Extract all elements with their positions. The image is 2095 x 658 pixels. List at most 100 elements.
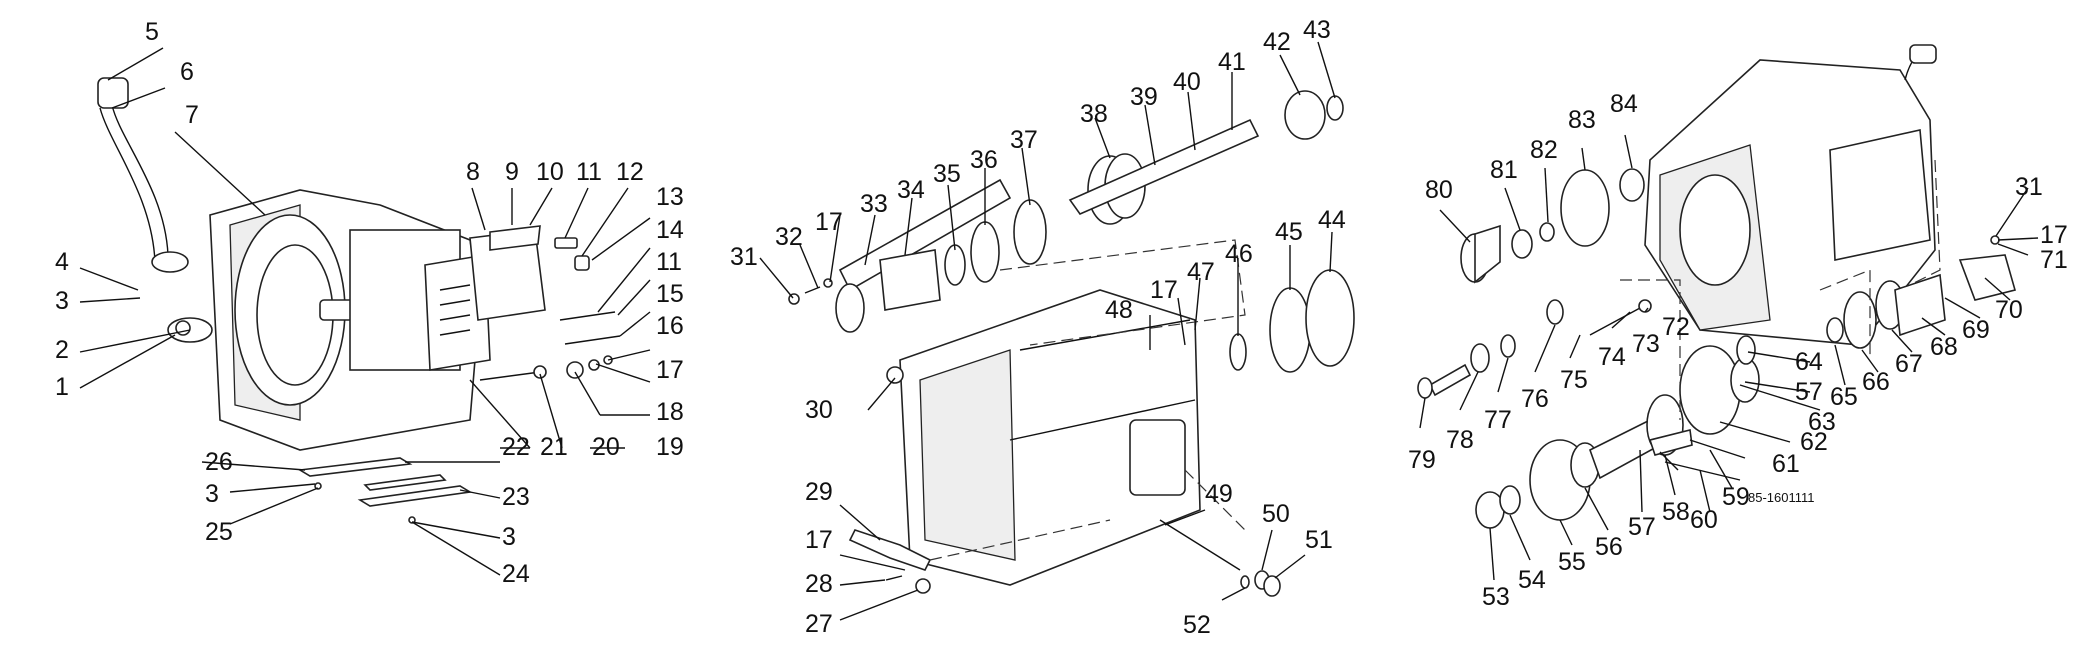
callout-51: 51 bbox=[1305, 526, 1333, 554]
callout-57b: 57 bbox=[1795, 378, 1823, 406]
callout-63: 63 bbox=[1808, 408, 1836, 436]
callout-54: 54 bbox=[1518, 566, 1546, 594]
callout-31a: 31 bbox=[730, 243, 758, 271]
callout-20: 20 bbox=[592, 433, 620, 461]
callout-65: 65 bbox=[1830, 383, 1858, 411]
callout-56: 56 bbox=[1595, 533, 1623, 561]
callout-17e: 17 bbox=[2040, 221, 2068, 249]
callout-15: 15 bbox=[656, 280, 684, 308]
callout-31b: 31 bbox=[2015, 173, 2043, 201]
callout-68: 68 bbox=[1930, 333, 1958, 361]
callout-44: 44 bbox=[1318, 206, 1346, 234]
callout-36: 36 bbox=[970, 146, 998, 174]
callout-2: 2 bbox=[55, 336, 69, 364]
callout-84: 84 bbox=[1610, 90, 1638, 118]
callout-13: 13 bbox=[656, 183, 684, 211]
part-code-label: 85-1601111 bbox=[1748, 490, 1815, 505]
callout-8: 8 bbox=[466, 158, 480, 186]
callout-60: 60 bbox=[1690, 506, 1718, 534]
callout-26: 26 bbox=[205, 448, 233, 476]
callout-29: 29 bbox=[805, 478, 833, 506]
callout-17d: 17 bbox=[805, 526, 833, 554]
callout-34: 34 bbox=[897, 176, 925, 204]
callout-16: 16 bbox=[656, 312, 684, 340]
rear-housing-group bbox=[1417, 44, 2016, 529]
callout-3a: 3 bbox=[55, 287, 69, 315]
callout-38: 38 bbox=[1080, 100, 1108, 128]
callout-69: 69 bbox=[1962, 316, 1990, 344]
callout-73: 73 bbox=[1632, 330, 1660, 358]
callout-61: 61 bbox=[1772, 450, 1800, 478]
callout-12: 12 bbox=[616, 158, 644, 186]
callout-17c: 17 bbox=[1150, 276, 1178, 304]
callout-24: 24 bbox=[502, 560, 530, 588]
callout-3b: 3 bbox=[205, 480, 219, 508]
callout-23: 23 bbox=[502, 483, 530, 511]
callout-64: 64 bbox=[1795, 348, 1823, 376]
callout-78: 78 bbox=[1446, 426, 1474, 454]
callout-42: 42 bbox=[1263, 28, 1291, 56]
callout-43: 43 bbox=[1303, 16, 1331, 44]
callout-81: 81 bbox=[1490, 156, 1518, 184]
callout-58: 58 bbox=[1662, 498, 1690, 526]
callout-70: 70 bbox=[1995, 296, 2023, 324]
callout-79: 79 bbox=[1408, 446, 1436, 474]
callout-32: 32 bbox=[775, 223, 803, 251]
callout-67: 67 bbox=[1895, 350, 1923, 378]
callout-83: 83 bbox=[1568, 106, 1596, 134]
callout-41: 41 bbox=[1218, 48, 1246, 76]
callout-74: 74 bbox=[1598, 343, 1626, 371]
callout-11a: 11 bbox=[576, 158, 602, 186]
callout-66: 66 bbox=[1862, 368, 1890, 396]
callout-59: 59 bbox=[1722, 483, 1750, 511]
callout-4: 4 bbox=[55, 248, 69, 276]
callout-53: 53 bbox=[1482, 583, 1510, 611]
clutch-housing-group bbox=[97, 77, 621, 524]
callout-18: 18 bbox=[656, 398, 684, 426]
callout-71: 71 bbox=[2040, 246, 2068, 274]
callout-37: 37 bbox=[1010, 126, 1038, 154]
callout-9: 9 bbox=[505, 158, 519, 186]
callout-11b: 11 bbox=[656, 248, 682, 276]
callout-62: 62 bbox=[1800, 428, 1828, 456]
callout-22: 22 bbox=[502, 433, 530, 461]
callout-80: 80 bbox=[1425, 176, 1453, 204]
callout-35: 35 bbox=[933, 160, 961, 188]
callout-49: 49 bbox=[1205, 480, 1233, 508]
callout-75: 75 bbox=[1560, 366, 1588, 394]
gearbox-housing-group bbox=[788, 90, 1355, 597]
callout-19: 19 bbox=[656, 433, 684, 461]
callout-labels: 1 2 3 4 5 6 7 8 9 10 11 12 13 14 11 15 1… bbox=[55, 16, 2068, 639]
callout-27: 27 bbox=[805, 610, 833, 638]
callout-21: 21 bbox=[540, 433, 568, 461]
callout-17a: 17 bbox=[656, 356, 684, 384]
callout-33: 33 bbox=[860, 190, 888, 218]
callout-55: 55 bbox=[1558, 548, 1586, 576]
callout-10: 10 bbox=[536, 158, 564, 186]
callout-40: 40 bbox=[1173, 68, 1201, 96]
callout-77: 77 bbox=[1484, 406, 1512, 434]
callout-57a: 57 bbox=[1628, 513, 1656, 541]
callout-47: 47 bbox=[1187, 258, 1215, 286]
callout-25: 25 bbox=[205, 518, 233, 546]
callout-17b: 17 bbox=[815, 208, 843, 236]
callout-14: 14 bbox=[656, 216, 684, 244]
callout-48: 48 bbox=[1105, 296, 1133, 324]
callout-5: 5 bbox=[145, 18, 159, 46]
callout-76: 76 bbox=[1521, 385, 1549, 413]
callout-6: 6 bbox=[180, 58, 194, 86]
callout-46: 46 bbox=[1225, 240, 1253, 268]
callout-72: 72 bbox=[1662, 313, 1690, 341]
callout-45: 45 bbox=[1275, 218, 1303, 246]
callout-52: 52 bbox=[1183, 611, 1211, 639]
leader-lines bbox=[79, 41, 2039, 621]
callout-82: 82 bbox=[1530, 136, 1558, 164]
callout-50: 50 bbox=[1262, 500, 1290, 528]
callout-3c: 3 bbox=[502, 523, 516, 551]
callout-28: 28 bbox=[805, 570, 833, 598]
callout-7: 7 bbox=[185, 101, 199, 129]
callout-39: 39 bbox=[1130, 83, 1158, 111]
callout-30: 30 bbox=[805, 396, 833, 424]
callout-1: 1 bbox=[55, 373, 69, 401]
